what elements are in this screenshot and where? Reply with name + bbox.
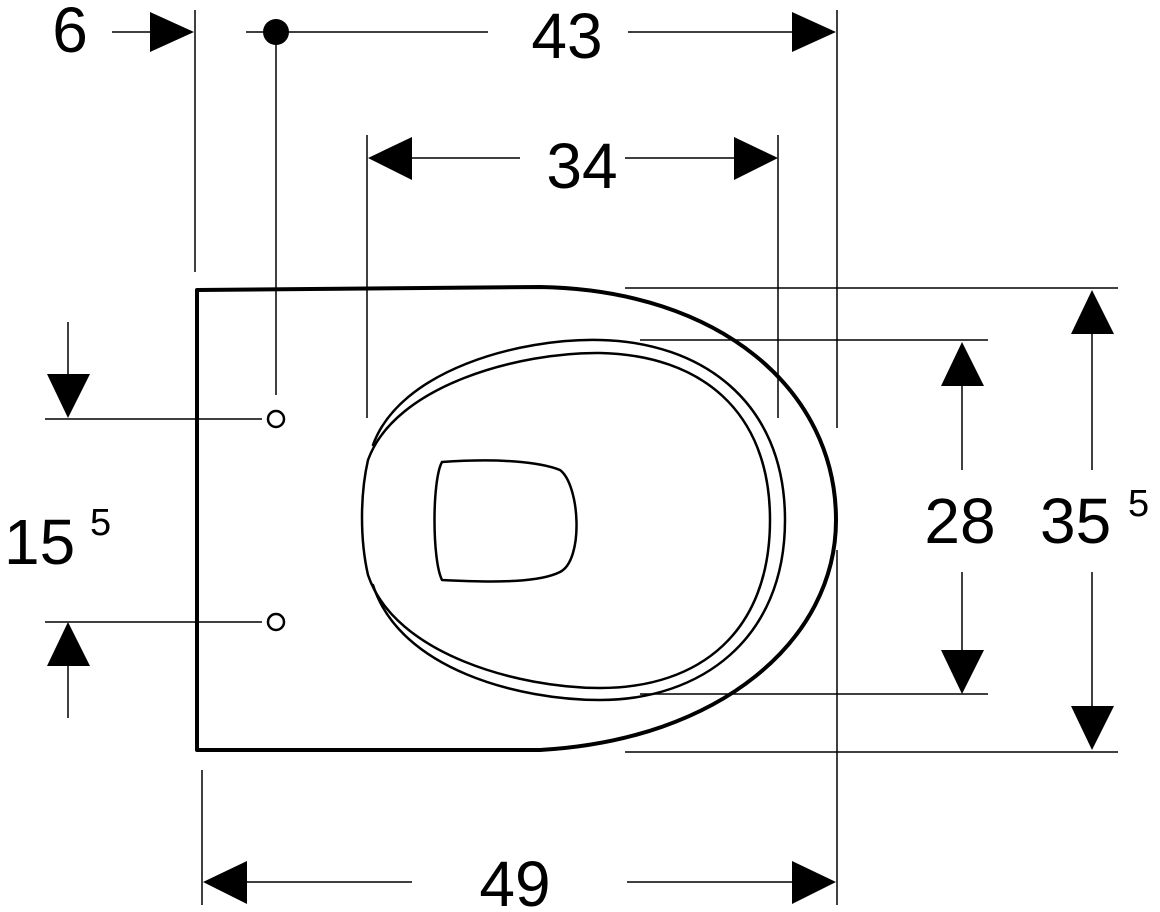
- dim-35-5-label: 35: [1040, 485, 1111, 557]
- dimension-35-5: 35 5: [1040, 290, 1149, 750]
- seat-rim-inner: [360, 351, 772, 690]
- dimension-15-5: 15 5: [4, 322, 111, 718]
- reference-point-dot: [263, 19, 289, 45]
- toilet-body: [195, 285, 838, 752]
- toilet-outline: [195, 285, 838, 752]
- dimension-28: 28: [924, 342, 996, 694]
- dimension-6: 6: [52, 0, 194, 66]
- dim-28-label: 28: [924, 485, 995, 557]
- extension-lines: [45, 10, 1118, 905]
- dimension-49: 49: [203, 848, 836, 912]
- bowl-opening: [433, 459, 578, 583]
- dim-15-5-sup: 5: [90, 502, 111, 544]
- dim-34-label: 34: [546, 130, 617, 202]
- dim-43-label: 43: [531, 0, 602, 72]
- fixing-hole-bottom: [266, 612, 286, 632]
- dim-15-5-label: 15: [4, 506, 75, 578]
- dim-35-5-sup: 5: [1128, 483, 1149, 525]
- seat-rim-outer: [371, 338, 787, 702]
- fixing-hole-top: [266, 409, 286, 429]
- dimension-43: 43: [246, 0, 836, 72]
- dimension-34: 34: [368, 130, 778, 202]
- dim-6-label: 6: [52, 0, 88, 66]
- dim-49-label: 49: [479, 848, 550, 912]
